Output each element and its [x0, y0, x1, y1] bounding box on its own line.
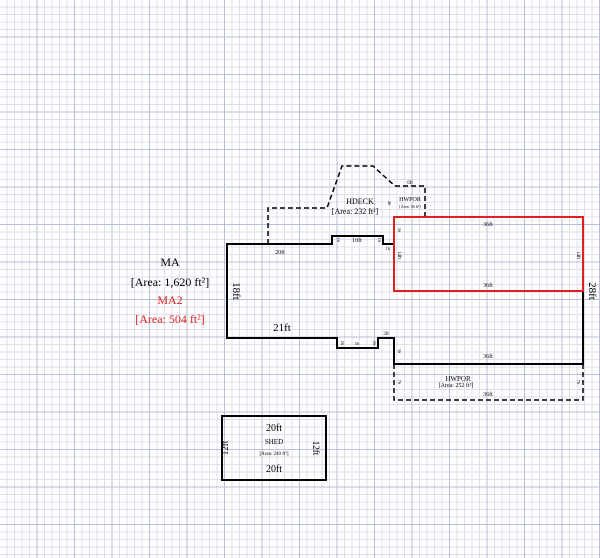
ma2-label: MA2	[157, 293, 182, 307]
dim-label: 6ft	[407, 181, 413, 186]
ma-label: MA	[160, 255, 180, 269]
dim-label: 21ft	[273, 322, 291, 334]
dim-label: 36ft	[483, 391, 493, 398]
dim-label: 20ft	[266, 464, 282, 475]
hwpor-top-area: [Area: 36 ft²]	[399, 204, 421, 209]
dim-label: 36ft	[483, 221, 493, 228]
shed-area: [Area: 240 ft²]	[260, 451, 289, 457]
hwpor-bottom-outline[interactable]	[393, 364, 584, 401]
hdeck-outline[interactable]	[267, 165, 396, 244]
dim-label: 5ft	[355, 341, 360, 346]
dim-label: 12ft	[311, 441, 321, 456]
ma2-outline[interactable]	[393, 216, 584, 292]
dim-label: 20ft	[275, 249, 285, 256]
dim-label: 10ft	[352, 237, 362, 244]
hdeck-label: HDECK	[346, 197, 374, 206]
hwpor-bottom-label: HWPOR	[445, 375, 471, 383]
dim-label: 18ft	[230, 282, 242, 300]
shed-label: SHED	[265, 438, 283, 446]
dim-label: 7ft	[397, 380, 402, 385]
dim-label: 20ft	[266, 423, 282, 434]
dim-label: 12ft	[220, 440, 230, 455]
hdeck-area: [Area: 232 ft²]	[332, 207, 379, 216]
dim-label: 28ft	[586, 282, 598, 300]
dim-label: 3ft	[397, 349, 402, 354]
dim-label: 4ft	[387, 201, 392, 206]
dim-label: 2ft	[340, 341, 345, 346]
shed-outline[interactable]	[221, 415, 327, 481]
dim-label: 36ft	[483, 282, 493, 289]
ma2-area: [Area: 504 ft²]	[135, 312, 205, 326]
dim-label: 1ft	[386, 246, 391, 251]
dim-label: 14ft	[575, 251, 580, 260]
dim-label: 1ft	[336, 238, 341, 243]
dim-label: 3ft	[383, 332, 389, 337]
dim-label: 14ft	[396, 251, 401, 260]
hwpor-top-outline[interactable]	[395, 185, 426, 217]
dim-label: 5ft	[397, 228, 402, 233]
ma-area: [Area: 1,620 ft²]	[131, 275, 210, 289]
dim-label: 36ft	[483, 353, 493, 360]
dim-label: 1ft	[377, 238, 382, 243]
dim-label: 7ft	[576, 380, 581, 385]
hwpor-top-label: HWPOR	[399, 197, 421, 203]
dim-label: 2ft	[372, 341, 377, 346]
hwpor-bottom-area: [Area: 252 ft²]	[439, 382, 474, 389]
